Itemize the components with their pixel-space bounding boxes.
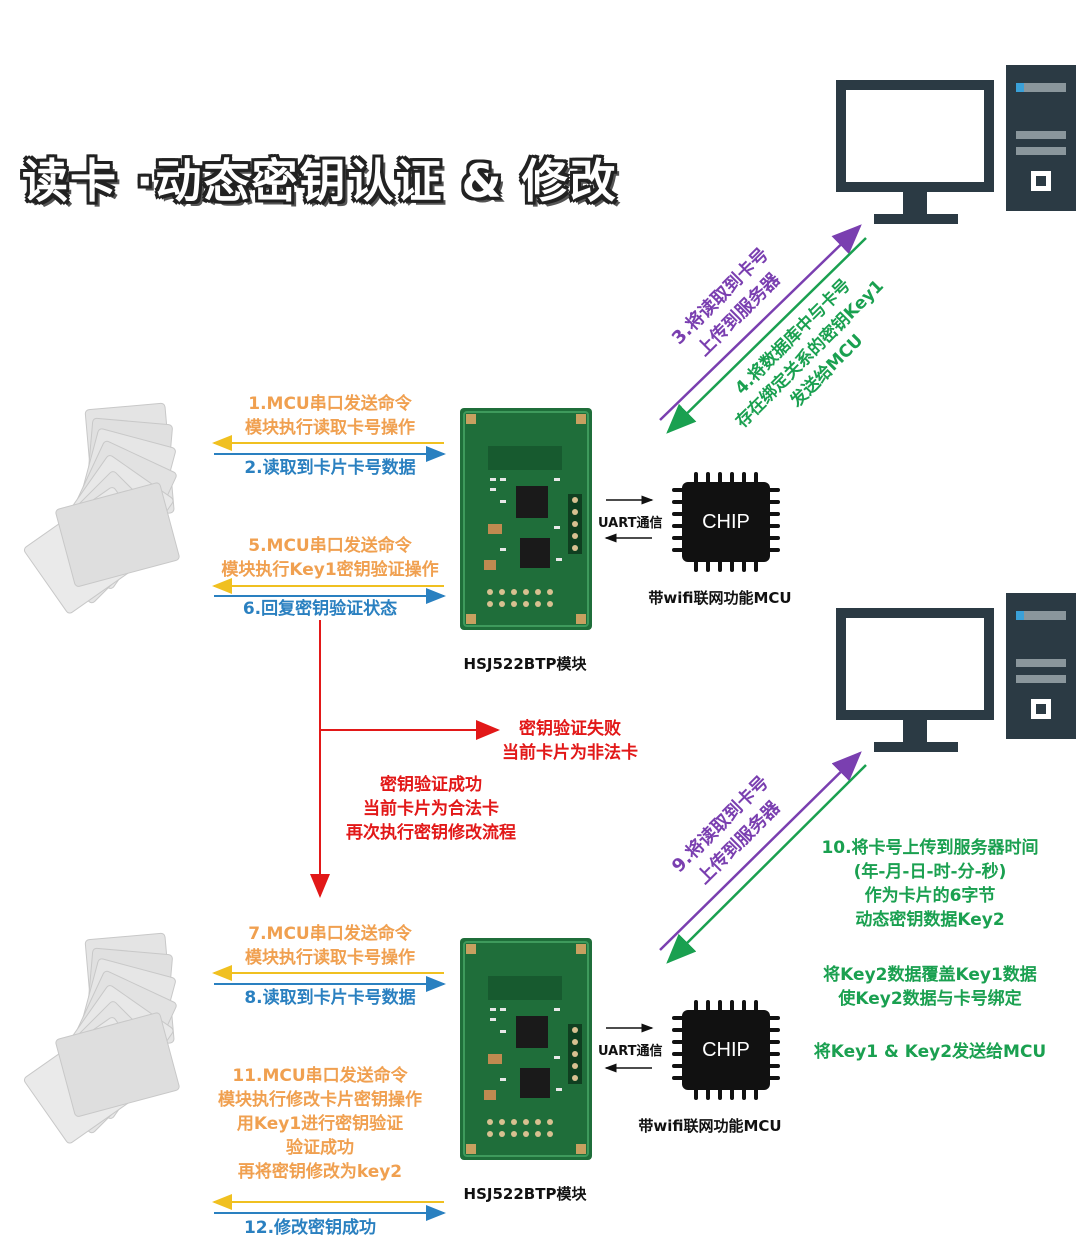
arrow-step10 [666,764,867,964]
module-label-top: HSJ522BTP模块 [463,655,587,673]
mcu-label-top: 带wifi联网功能MCU [648,589,792,607]
card-stack-icon [22,932,181,1146]
step6-label: 6.回复密钥验证状态 [242,599,398,619]
uart-label-top: UART通信 [598,516,663,531]
step1-label: 1.MCU串口发送命令模块执行读取卡号操作 [245,394,415,438]
card-stack-icon [22,402,181,616]
step10-label: 10.将卡号上传到服务器时间(年-月-日-时-分-秒)作为卡片的6字节动态密钥数… [821,838,1039,930]
module-label-bottom: HSJ522BTP模块 [463,1185,587,1203]
uart-label-bottom: UART通信 [598,1044,663,1059]
step5-label: 5.MCU串口发送命令模块执行Key1密钥验证操作 [221,536,439,580]
page-title: 读卡 ·动态密钥认证 & 修改 [22,154,618,208]
computer-icon [836,65,1076,224]
arrow-step3 [659,224,862,421]
chip-label-top: CHIP [702,510,750,533]
step11-label: 11.MCU串口发送命令模块执行修改卡片密钥操作用Key1进行密钥验证验证成功再… [218,1066,422,1182]
computer-icon [836,593,1076,752]
key-overwrite-label: 将Key2数据覆盖Key1数据使Key2数据与卡号绑定 [823,965,1037,1009]
pcb-module-icon [459,407,593,631]
mcu-label-bottom: 带wifi联网功能MCU [638,1117,782,1135]
step12-label: 12.修改密钥成功 [243,1218,377,1238]
step8-label: 8.读取到卡片卡号数据 [244,988,416,1008]
verify-success-label: 密钥验证成功当前卡片为合法卡再次执行密钥修改流程 [346,775,516,843]
step7-label: 7.MCU串口发送命令模块执行读取卡号操作 [245,924,415,968]
verify-fail-label: 密钥验证失败当前卡片为非法卡 [502,719,638,763]
arrow-step4 [666,237,867,434]
key-send-label: 将Key1 & Key2发送给MCU [813,1042,1047,1062]
chip-label-bottom: CHIP [702,1038,750,1061]
step2-label: 2.读取到卡片卡号数据 [244,458,416,478]
arrow-step9 [659,751,862,951]
pcb-module-icon [459,937,593,1161]
